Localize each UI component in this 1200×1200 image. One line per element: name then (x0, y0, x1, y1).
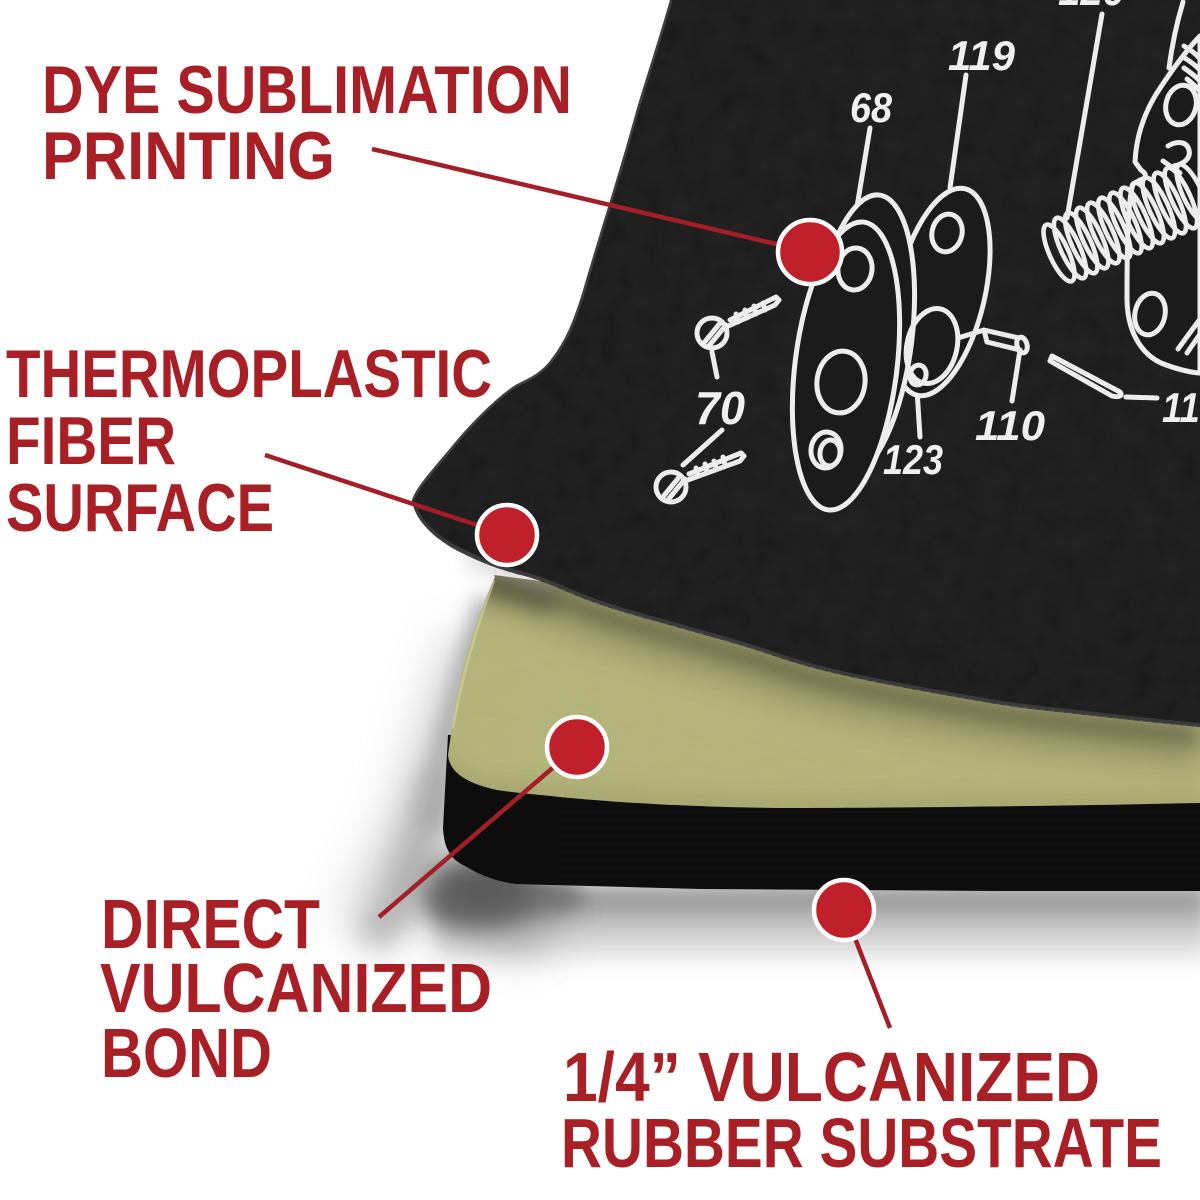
svg-text:123: 123 (883, 436, 943, 483)
svg-text:110: 110 (975, 402, 1045, 449)
svg-text:THERMOPLASTIC: THERMOPLASTIC (6, 336, 492, 412)
svg-text:120: 120 (1058, 0, 1125, 14)
svg-text:BOND: BOND (101, 1014, 272, 1092)
svg-text:68: 68 (850, 84, 893, 131)
svg-text:RUBBER SUBSTRATE: RUBBER SUBSTRATE (561, 1104, 1162, 1182)
svg-text:119: 119 (948, 32, 1016, 79)
svg-text:DIRECT: DIRECT (101, 885, 320, 963)
svg-text:PRINTING: PRINTING (42, 118, 335, 194)
svg-text:FIBER: FIBER (6, 403, 176, 479)
svg-text:118: 118 (1162, 384, 1200, 431)
svg-text:1/4” VULCANIZED: 1/4” VULCANIZED (563, 1038, 1100, 1116)
svg-text:VULCANIZED: VULCANIZED (100, 949, 492, 1027)
svg-text:SURFACE: SURFACE (6, 470, 274, 546)
svg-text:70: 70 (695, 382, 745, 434)
svg-text:DYE SUBLIMATION: DYE SUBLIMATION (42, 52, 572, 128)
